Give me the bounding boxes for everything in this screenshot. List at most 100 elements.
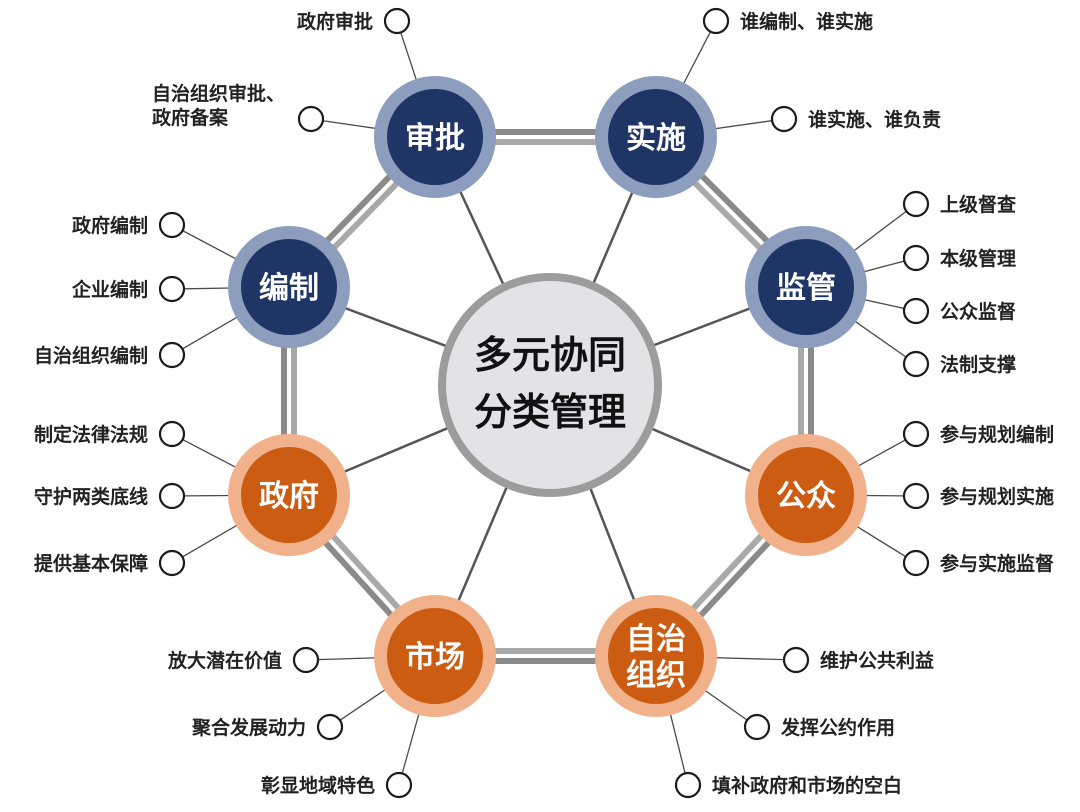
leader-shishi-1	[712, 120, 773, 130]
label-text: 谁实施、谁负责	[808, 108, 941, 131]
leader-shichang-2	[401, 710, 421, 774]
label-shichang-1: 聚合发展动力	[191, 713, 344, 741]
leader-shenpi-1	[322, 120, 379, 130]
node-label: 组织	[626, 658, 686, 693]
label-text: 谁编制、谁实施	[740, 10, 873, 33]
node-circle	[241, 447, 337, 543]
bullet-circle-icon	[297, 105, 325, 133]
label-jianguan-2: 公众监督	[902, 297, 1016, 325]
node-label: 编制	[259, 271, 319, 306]
bullet-circle-icon	[702, 7, 730, 35]
label-text: 法制支撑	[940, 353, 1016, 376]
bullet-circle-icon	[902, 482, 930, 510]
leader-shichang-1	[339, 687, 389, 721]
node-circle	[608, 608, 704, 704]
node-label: 审批	[405, 121, 465, 156]
label-zizhi-2: 填补政府和市场的空白	[674, 771, 902, 799]
node-bianzhi: 编制	[228, 226, 350, 348]
label-text: 本级管理	[940, 247, 1016, 270]
label-zizhi-0: 维护公共利益	[782, 646, 934, 674]
node-label: 市场	[405, 640, 465, 675]
bullet-circle-icon	[902, 190, 930, 218]
bullet-circle-icon	[158, 482, 186, 510]
node-gongzhong: 公众	[745, 434, 867, 556]
leader-jianguan-1	[860, 260, 905, 274]
bullet-circle-icon	[902, 549, 930, 577]
bullet-circle-icon	[292, 646, 320, 674]
bullet-circle-icon	[770, 105, 798, 133]
label-shichang-2: 彰显地域特色	[261, 771, 413, 799]
label-text: 彰显地域特色	[261, 774, 375, 797]
bullet-circle-icon	[158, 275, 186, 303]
bullet-circle-icon	[902, 297, 930, 325]
label-gongzhong-0: 参与规划编制	[902, 420, 1054, 448]
label-text: 公众监督	[940, 300, 1016, 323]
label-shenpi-1: 自治组织审批、政府备案	[152, 82, 325, 133]
leader-bianzhi-2	[182, 315, 241, 350]
leader-zizhi-1	[702, 688, 748, 721]
center-title-line-2: 分类管理	[474, 390, 626, 434]
bullet-circle-icon	[383, 7, 411, 35]
node-circle	[241, 239, 337, 335]
center-title-line-1: 多元协同	[474, 333, 626, 377]
leader-jianguan-2	[861, 298, 905, 310]
bullet-circle-icon	[158, 549, 186, 577]
bullet-circle-icon	[158, 211, 186, 239]
label-text: 政府备案	[152, 106, 229, 129]
label-zhengfu-2: 提供基本保障	[34, 549, 186, 577]
label-text: 上级督查	[940, 193, 1017, 216]
label-text: 自治组织审批、	[152, 82, 285, 105]
node-label: 实施	[626, 121, 686, 156]
label-bianzhi-0: 政府编制	[72, 211, 186, 239]
leader-gongzhong-0	[855, 439, 906, 468]
label-gongzhong-2: 参与实施监督	[902, 549, 1054, 577]
center-hub: 多元协同 分类管理	[438, 273, 662, 497]
label-text: 聚合发展动力	[191, 716, 306, 739]
label-jianguan-0: 上级督查	[902, 190, 1017, 218]
node-shichang: 市场	[374, 595, 496, 717]
node-jianguan: 监管	[745, 226, 867, 348]
label-zizhi-1: 发挥公约作用	[743, 713, 895, 741]
label-text: 企业编制	[71, 278, 148, 301]
bullet-circle-icon	[158, 420, 186, 448]
leader-zhengfu-2	[182, 523, 241, 558]
leader-zizhi-2	[669, 711, 686, 774]
label-text: 填补政府和市场的空白	[712, 774, 902, 797]
node-circle	[758, 239, 854, 335]
node-circle	[608, 89, 704, 185]
bullet-circle-icon	[902, 350, 930, 378]
label-jianguan-1: 本级管理	[902, 244, 1016, 272]
node-label: 自治	[626, 622, 686, 657]
leader-zizhi-0	[712, 656, 785, 661]
leader-shichang-0	[317, 657, 379, 661]
node-shishi: 实施	[595, 76, 717, 198]
label-text: 政府审批	[297, 10, 373, 33]
label-text: 政府编制	[72, 214, 148, 237]
node-circle	[387, 608, 483, 704]
bullet-circle-icon	[902, 244, 930, 272]
label-text: 维护公共利益	[820, 649, 934, 672]
label-text: 参与规划编制	[940, 423, 1054, 446]
bullet-circle-icon	[743, 713, 771, 741]
leader-jianguan-0	[851, 210, 907, 254]
bullet-circle-icon	[316, 713, 344, 741]
leader-lines	[182, 31, 907, 774]
leader-shishi-0	[681, 31, 712, 87]
label-shenpi-0: 政府审批	[297, 7, 411, 35]
leader-zhengfu-0	[182, 438, 239, 470]
node-zizhi: 自治组织	[595, 595, 717, 717]
label-text: 制定法律法规	[34, 423, 148, 446]
label-gongzhong-1: 参与规划实施	[902, 482, 1054, 510]
label-text: 发挥公约作用	[780, 716, 895, 739]
label-shichang-0: 放大潜在价值	[167, 646, 320, 674]
labels: 政府审批自治组织审批、政府备案谁编制、谁实施谁实施、谁负责上级督查本级管理公众监…	[34, 7, 1054, 799]
leader-bianzhi-0	[182, 230, 239, 261]
bullet-circle-icon	[158, 341, 186, 369]
bullet-circle-icon	[674, 771, 702, 799]
leader-shenpi-0	[400, 32, 418, 84]
label-text: 守护两类底线	[34, 485, 148, 508]
label-bianzhi-2: 自治组织编制	[34, 341, 186, 369]
label-zhengfu-1: 守护两类底线	[34, 482, 186, 510]
label-text: 放大潜在价值	[167, 649, 282, 672]
